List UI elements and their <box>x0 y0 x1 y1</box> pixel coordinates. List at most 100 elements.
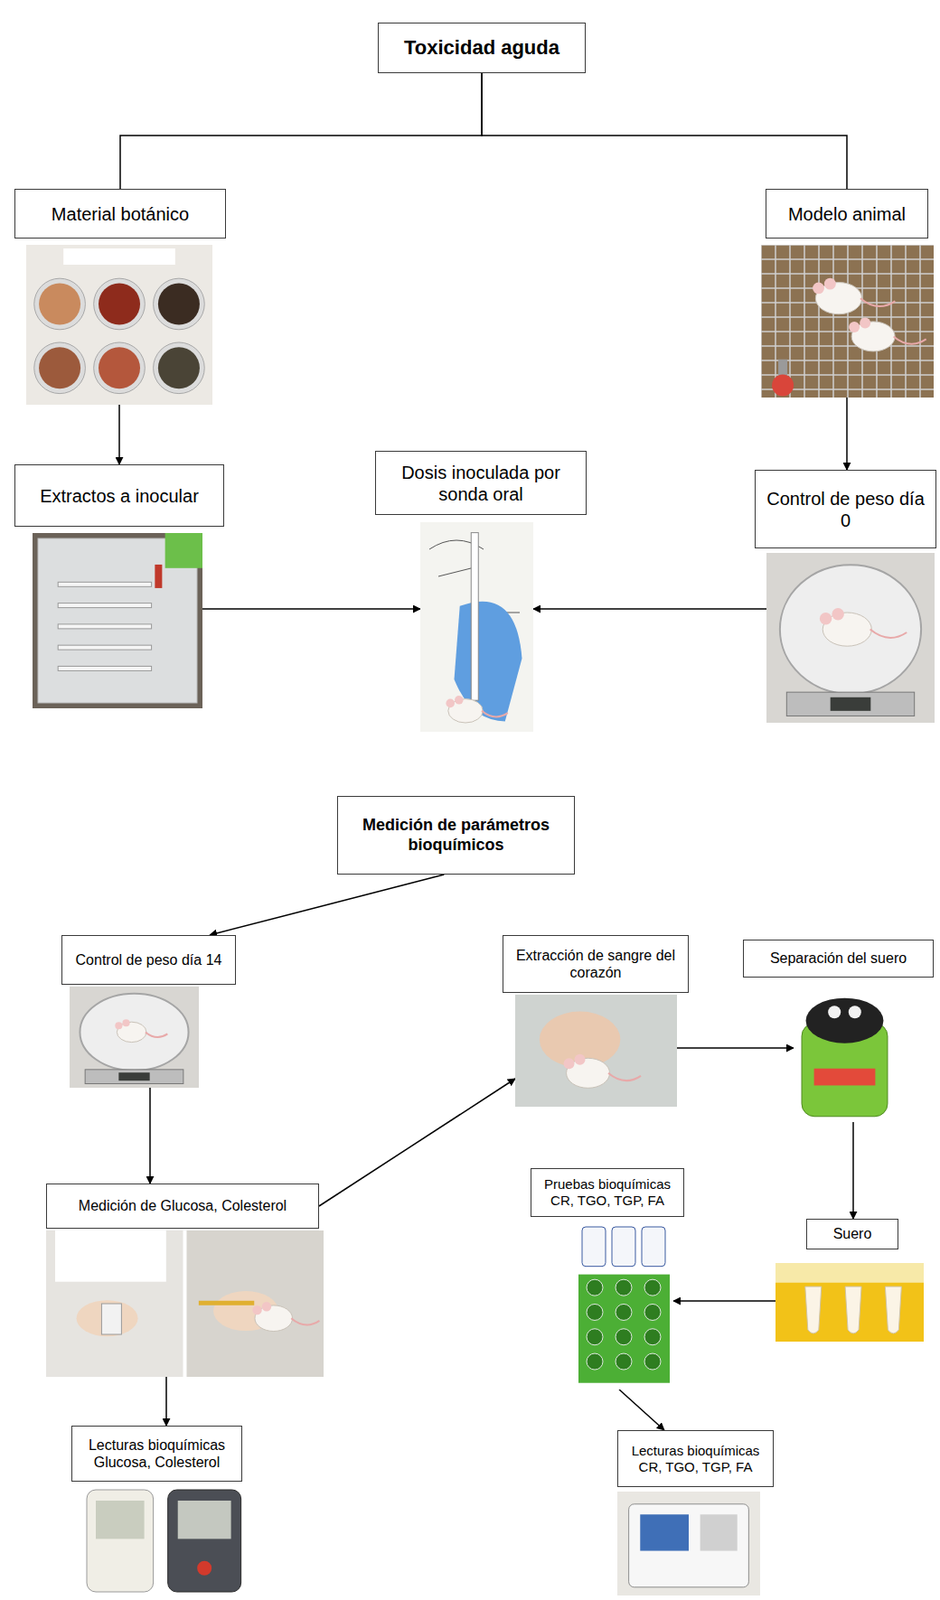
arrow-connector <box>619 1390 665 1431</box>
box-label: Material botánico <box>51 203 189 226</box>
photo-detail <box>69 987 199 1089</box>
photo-illustration <box>761 244 934 398</box>
arrow-connector <box>149 1088 151 1185</box>
photo-detail <box>34 278 86 330</box>
photo-detail <box>187 1231 325 1378</box>
arrow-connector <box>533 608 767 611</box>
arrow-connector <box>673 1300 776 1303</box>
photo-detail <box>848 1005 862 1019</box>
box-label: Suero <box>833 1225 873 1243</box>
photo-detail <box>94 278 146 330</box>
photo-detail <box>608 1073 641 1081</box>
photo-detail <box>46 1231 184 1378</box>
photo-detail <box>615 1353 632 1371</box>
photo-detail <box>786 692 914 716</box>
photo-detail <box>700 1514 738 1551</box>
photo-detail <box>26 244 213 405</box>
box-label: Control de peso día 0 <box>761 488 930 532</box>
process-box: Medición de Glucosa, Colesterol <box>46 1184 320 1230</box>
photo-detail <box>118 1072 150 1081</box>
photo-detail <box>761 330 934 333</box>
photo-detail <box>629 1504 750 1589</box>
photo-illustration <box>775 1263 924 1343</box>
photo-detail <box>445 699 455 709</box>
arrow-connector <box>319 1079 516 1207</box>
photo-detail <box>145 1032 168 1038</box>
photo-detail <box>153 278 206 330</box>
photo-detail <box>122 1019 130 1027</box>
arrow-connector <box>165 1377 168 1427</box>
photo-detail <box>63 248 176 265</box>
photo-detail <box>470 533 479 702</box>
photo-detail <box>771 374 794 396</box>
photo-detail <box>761 244 934 398</box>
photo-detail <box>793 981 896 1123</box>
box-label: Dosis inoculada por sonda oral <box>382 461 580 506</box>
photo-detail <box>454 695 464 705</box>
box-label: Medición de Glucosa, Colesterol <box>78 1197 287 1215</box>
box-label: Modelo animal <box>788 203 906 226</box>
photo-detail <box>57 666 151 671</box>
process-box: Separación del suero <box>742 940 934 978</box>
photo-detail <box>178 1501 232 1540</box>
photo-detail <box>805 1287 822 1335</box>
photo-detail <box>38 282 81 325</box>
process-box: Suero <box>806 1219 899 1251</box>
photo-detail <box>98 347 141 389</box>
photo-detail <box>586 1329 603 1346</box>
photo-detail <box>76 1300 139 1337</box>
photo-detail <box>158 282 200 325</box>
photo-detail <box>761 272 934 275</box>
photo-detail <box>611 1227 636 1268</box>
box-label: Extractos a inocular <box>39 485 199 508</box>
photo-detail <box>481 711 508 718</box>
photo-detail <box>617 1492 761 1597</box>
photo-detail <box>615 1329 632 1346</box>
photo-detail <box>79 994 188 1072</box>
photo-detail <box>766 553 935 724</box>
photo-detail <box>586 1353 603 1371</box>
photo-detail <box>168 1490 242 1593</box>
process-box: Control de peso día 0 <box>754 470 937 549</box>
arrow-connector <box>852 1122 855 1220</box>
photo-detail <box>57 582 151 587</box>
photo-detail <box>153 342 206 395</box>
photo-detail <box>198 1301 254 1307</box>
photo-illustration <box>81 1486 248 1597</box>
photo-detail <box>870 629 908 639</box>
photo-detail <box>644 1279 661 1297</box>
photo-detail <box>831 608 845 621</box>
photo-detail <box>574 1054 586 1066</box>
photo-detail <box>780 564 922 695</box>
photo-detail <box>291 1318 320 1326</box>
photo-illustration <box>574 1225 674 1391</box>
photo-detail <box>644 1304 661 1321</box>
photo-illustration <box>32 533 203 709</box>
photo-detail <box>262 1302 272 1312</box>
photo-detail <box>761 345 934 348</box>
photo-detail <box>84 1070 184 1085</box>
process-box: Extracción de sangre del corazón <box>502 935 689 994</box>
photo-detail <box>94 342 146 395</box>
heading-box: Medición de parámetros bioquímicos <box>337 796 575 875</box>
tree-connector <box>481 73 847 189</box>
photo-detail <box>98 282 141 325</box>
photo-detail <box>884 1287 902 1335</box>
photo-detail <box>578 1275 670 1384</box>
photo-detail <box>165 533 203 569</box>
photo-detail <box>761 244 934 246</box>
photo-detail <box>95 1501 145 1540</box>
photo-illustration <box>793 981 896 1123</box>
process-box: Control de peso día 14 <box>61 935 236 986</box>
photo-detail <box>848 321 860 333</box>
photo-illustration <box>515 995 677 1108</box>
photo-detail <box>775 1263 924 1343</box>
process-box: Extractos a inocular <box>14 464 225 527</box>
photo-detail <box>859 317 871 329</box>
photo-detail <box>252 1306 262 1316</box>
photo-detail <box>644 1353 661 1371</box>
photo-illustration <box>420 522 534 733</box>
photo-detail <box>806 998 884 1044</box>
photo-detail <box>824 278 837 291</box>
